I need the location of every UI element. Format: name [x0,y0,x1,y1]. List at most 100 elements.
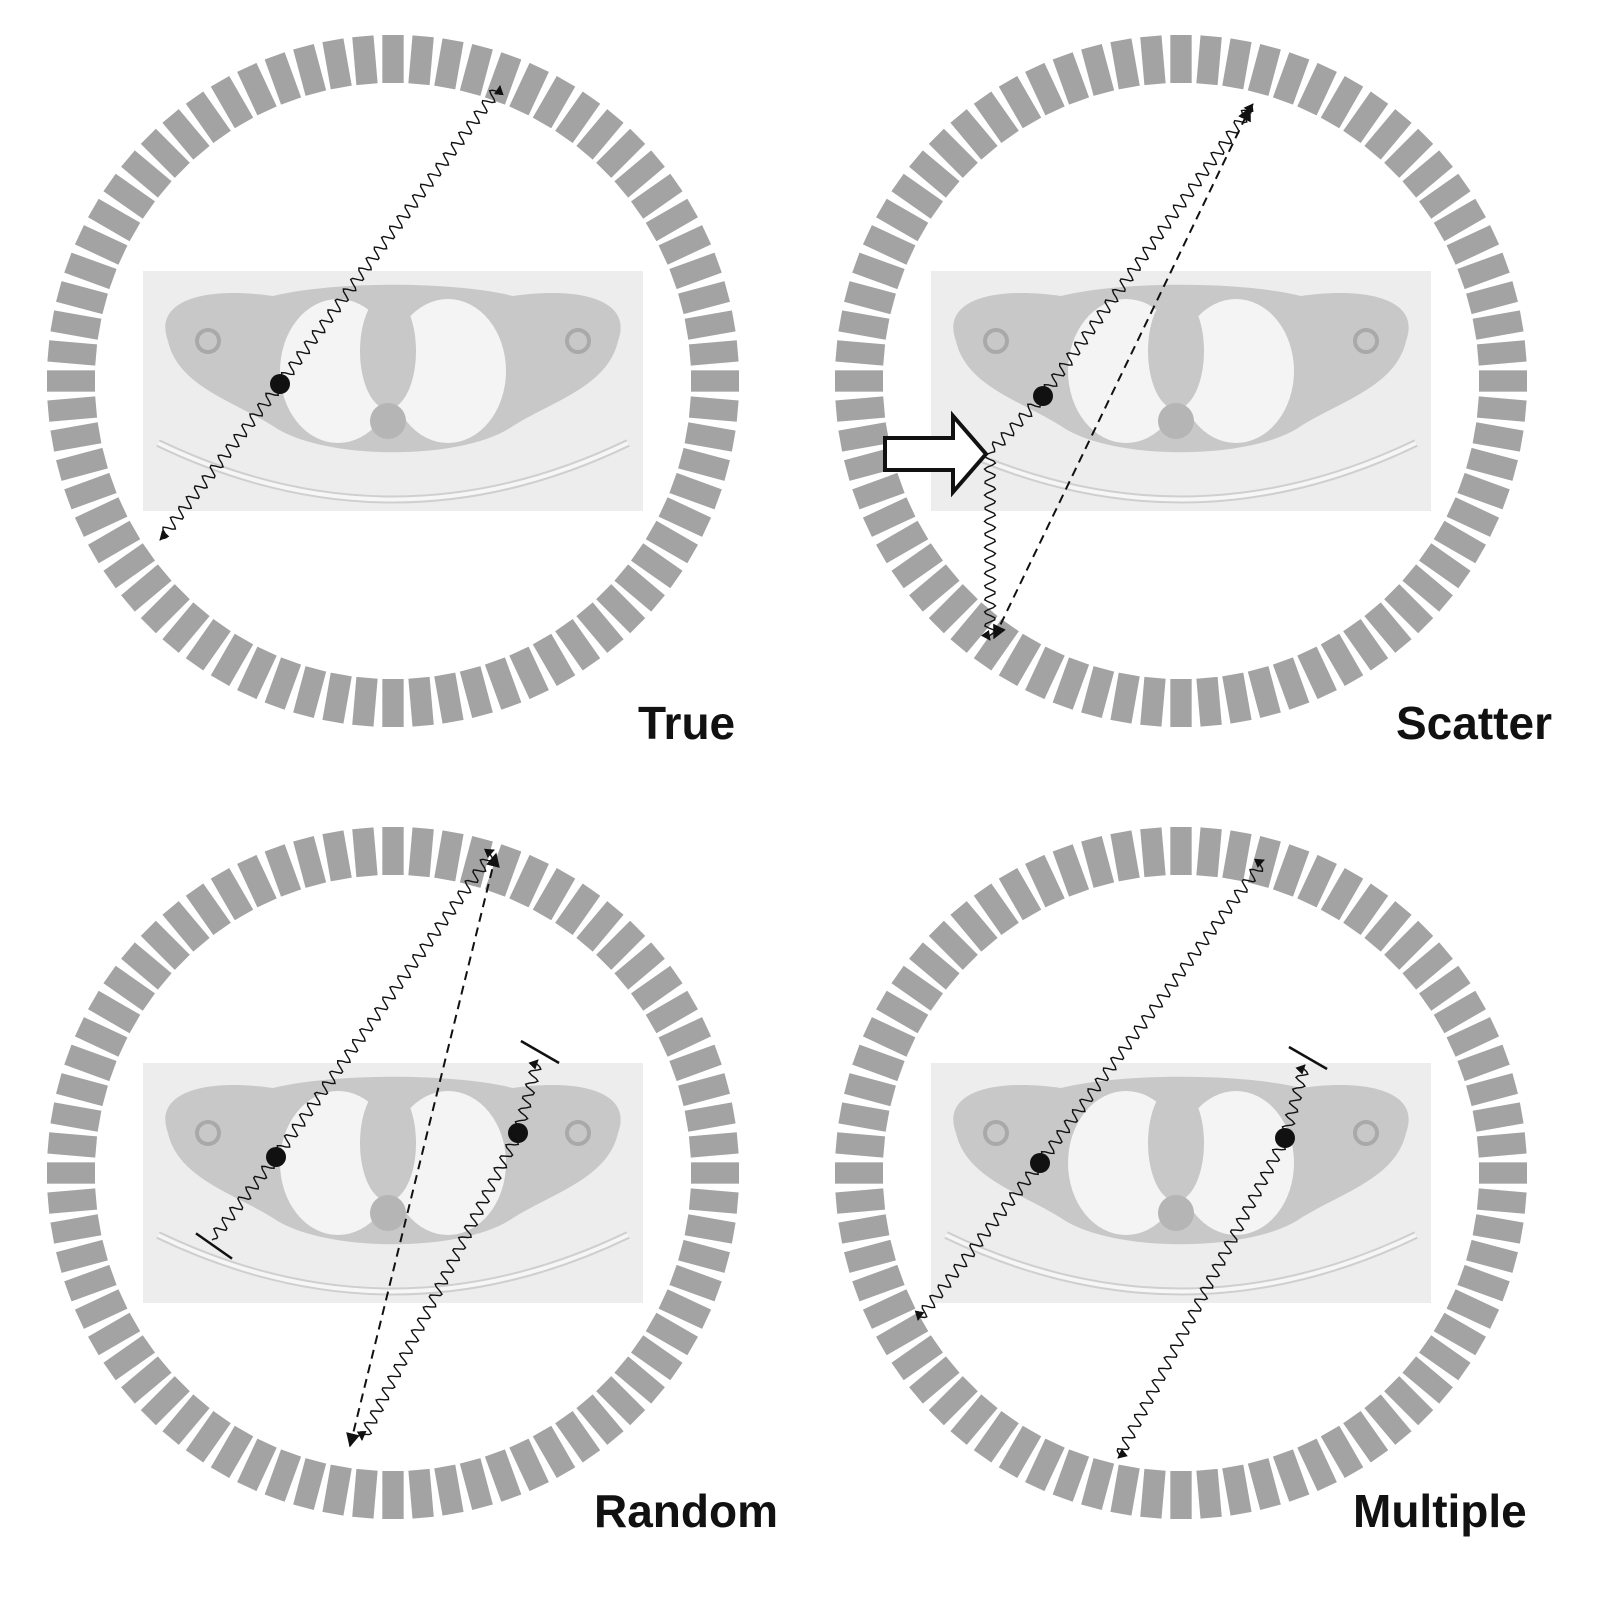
detector-block [1418,1335,1471,1381]
detector-block [576,901,624,952]
detector-block [408,676,434,727]
detector-block [1170,1471,1192,1519]
detector-block [1479,1162,1527,1184]
detector-block [210,868,254,921]
detector-block [434,38,464,90]
detector-block [950,109,998,160]
detector-block [293,836,327,888]
detector-block [1025,1438,1065,1492]
detector-block [1446,1017,1500,1057]
detector-block [1433,990,1486,1034]
detector-block [669,1264,722,1302]
detector-block [1196,676,1222,727]
detector-block [1466,281,1518,315]
detector-block [576,1394,624,1445]
detector-block [688,1132,739,1158]
detector-block [1384,920,1434,970]
detector-block [1196,35,1222,86]
detector-block [630,1335,683,1381]
detector-block [293,666,327,718]
detector-block [1052,657,1090,710]
photon-path-1-down [211,1155,277,1241]
detector-block [1466,1239,1518,1273]
detector-block [835,1162,883,1184]
detector-block [1110,830,1140,882]
false-line-of-response [346,852,500,1448]
detector-block [1081,44,1115,96]
detector-block [121,564,172,612]
left-humerus [983,1120,1009,1146]
panel-scatter: Scatter [808,8,1588,798]
detector-block [614,1356,665,1404]
detector-block [382,1471,404,1519]
detector-block [1110,672,1140,724]
detector-block [509,62,549,116]
detector-block [1052,844,1090,897]
detector-block [658,1017,712,1057]
detector-block [852,252,905,290]
detector-block [1297,854,1337,908]
detector-block [1476,340,1527,366]
detector-block [576,109,624,160]
detector-block [1466,447,1518,481]
detector-block [162,109,210,160]
detector-block [352,676,378,727]
detector-block [678,447,730,481]
detector-block [1025,62,1065,116]
detector-block [1476,1132,1527,1158]
detector-block [264,844,302,897]
detector-block [1476,1188,1527,1214]
detector-block [1402,942,1453,990]
detector-block [185,883,231,936]
detector-block [669,1044,722,1082]
detector-ring [47,35,739,727]
detector-block [645,198,698,242]
detector-block [1402,564,1453,612]
detector-block [614,942,665,990]
ct-slice-image [931,1063,1431,1303]
spine [370,1195,406,1231]
detector-block [658,497,712,537]
detector-block [862,225,916,265]
detector-block [408,1468,434,1519]
detector-block [1433,1312,1486,1356]
detector-block [1418,543,1471,589]
detector-block [1247,44,1281,96]
detector-block [998,633,1042,686]
photon-2-absorbed-endcap-icon [520,1039,560,1065]
detector-block [1222,830,1252,882]
detector-block [1479,370,1527,392]
detector-block [862,1289,916,1329]
detector-block [862,1017,916,1057]
photon-2-absorbed-endcap-icon [1288,1045,1328,1071]
detector-block [1364,1394,1412,1445]
detector-block [408,827,434,878]
detector-block [162,602,210,653]
detector-block [1170,827,1192,875]
detector-block [1343,91,1389,144]
detector-block [1364,109,1412,160]
detector-block [1457,252,1510,290]
detector-block [1402,150,1453,198]
detector-block [891,1335,944,1381]
detector-block [1140,676,1166,727]
detector-block [973,883,1019,936]
detector-block [50,1214,102,1244]
right-lung [1178,1091,1294,1235]
detector-block [928,584,978,634]
detector-block [658,225,712,265]
detector-block [1343,618,1389,671]
detector-block [264,657,302,710]
detector-block [838,1214,890,1244]
detector-block [684,422,736,452]
detector-block [237,854,277,908]
detector-block [862,497,916,537]
detector-block [162,901,210,952]
detector-block [103,543,156,589]
photon-path-down [159,382,281,541]
detector-block [835,370,883,392]
detector-block [630,543,683,589]
mediastinum [360,293,416,409]
detector-block [1052,1449,1090,1502]
detector-block [630,173,683,219]
